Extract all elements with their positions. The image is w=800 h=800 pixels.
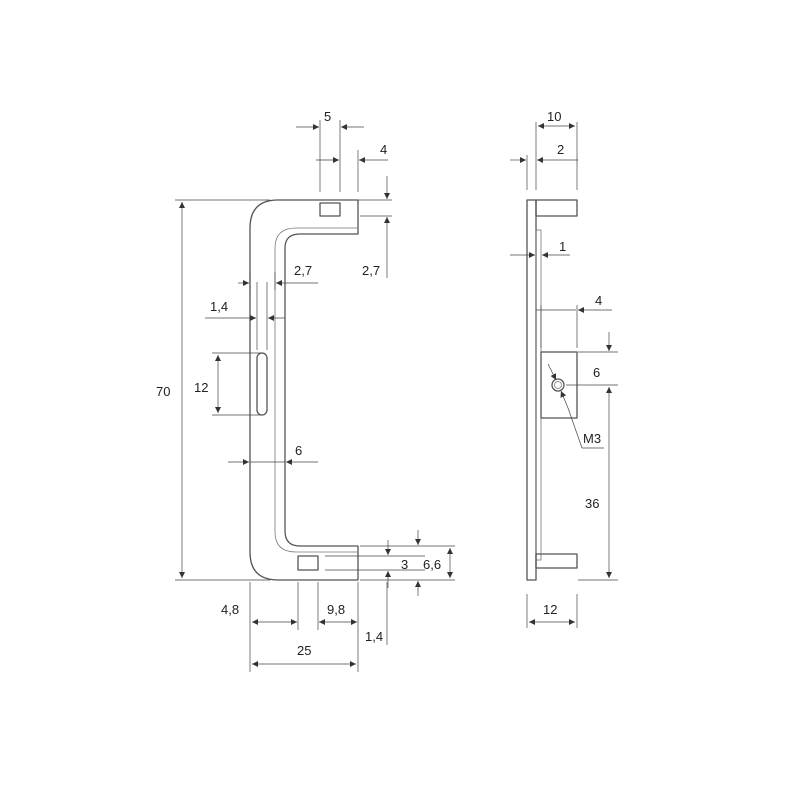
dim-bottom-3: 3 — [325, 540, 425, 588]
dim-bottom-6-6: 6,6 — [360, 530, 455, 596]
top-hole — [319, 202, 341, 217]
dim-top-hole-4: 4 — [316, 142, 388, 192]
label-6-6: 6,6 — [423, 557, 441, 572]
dim-side-36: 36 — [578, 387, 618, 581]
label-6-wall: 6 — [295, 443, 302, 458]
label-1-4-gap: 1,4 — [210, 299, 228, 314]
dim-height-70: 70 — [156, 199, 270, 581]
label-70: 70 — [156, 384, 170, 399]
label-5: 5 — [324, 109, 331, 124]
bracket-outline — [249, 199, 359, 581]
label-2-7-wall: 2,7 — [294, 263, 312, 278]
label-4-top: 4 — [380, 142, 387, 157]
label-25: 25 — [297, 643, 311, 658]
side-view: 10 2 1 4 6 — [510, 109, 618, 628]
dim-side-12: 12 — [526, 594, 578, 628]
label-6-side: 6 — [593, 365, 600, 380]
m3-hole-inner — [554, 381, 562, 389]
dim-side-10: 10 — [535, 109, 578, 190]
dim-bottom-1-4: 1,4 — [365, 582, 388, 645]
dim-bottom-offsets: 4,8 9,8 — [221, 582, 359, 672]
label-4-8: 4,8 — [221, 602, 239, 617]
label-1-4-bottom: 1,4 — [365, 629, 383, 644]
label-3: 3 — [401, 557, 408, 572]
dim-slot-gap-1-4: 1,4 — [205, 282, 285, 350]
dim-side-6: 6 — [566, 332, 618, 386]
label-36: 36 — [585, 496, 599, 511]
dim-side-2: 2 — [510, 142, 578, 190]
dim-width-25: 25 — [252, 643, 356, 667]
dim-side-1: 1 — [510, 239, 570, 258]
dim-side-4: 4 — [536, 293, 612, 348]
dim-slot-12: 12 — [194, 352, 262, 416]
label-10: 10 — [547, 109, 561, 124]
label-1: 1 — [559, 239, 566, 254]
label-m3: M3 — [583, 431, 601, 446]
front-view: 70 12 1,4 2,7 — [156, 109, 455, 672]
m3-hole — [551, 378, 565, 392]
dim-wall-6: 6 — [228, 443, 318, 465]
side-top-flange — [535, 199, 578, 217]
bend-line — [274, 227, 358, 553]
label-2: 2 — [557, 142, 564, 157]
label-4-side: 4 — [595, 293, 602, 308]
dim-m3-leader: M3 — [547, 363, 604, 449]
label-2-7-top: 2,7 — [362, 263, 380, 278]
label-9-8: 9,8 — [327, 602, 345, 617]
side-bottom-flange — [535, 553, 578, 569]
side-plate — [526, 199, 537, 581]
side-inner-plate — [535, 229, 542, 561]
slot — [256, 352, 268, 416]
dim-top-hole-5: 5 — [296, 109, 364, 192]
bottom-hole — [297, 555, 319, 571]
dim-top-2-7: 2,7 — [358, 176, 392, 278]
label-12-side: 12 — [543, 602, 557, 617]
label-12-slot: 12 — [194, 380, 208, 395]
dim-wall-2-7: 2,7 — [238, 263, 318, 290]
